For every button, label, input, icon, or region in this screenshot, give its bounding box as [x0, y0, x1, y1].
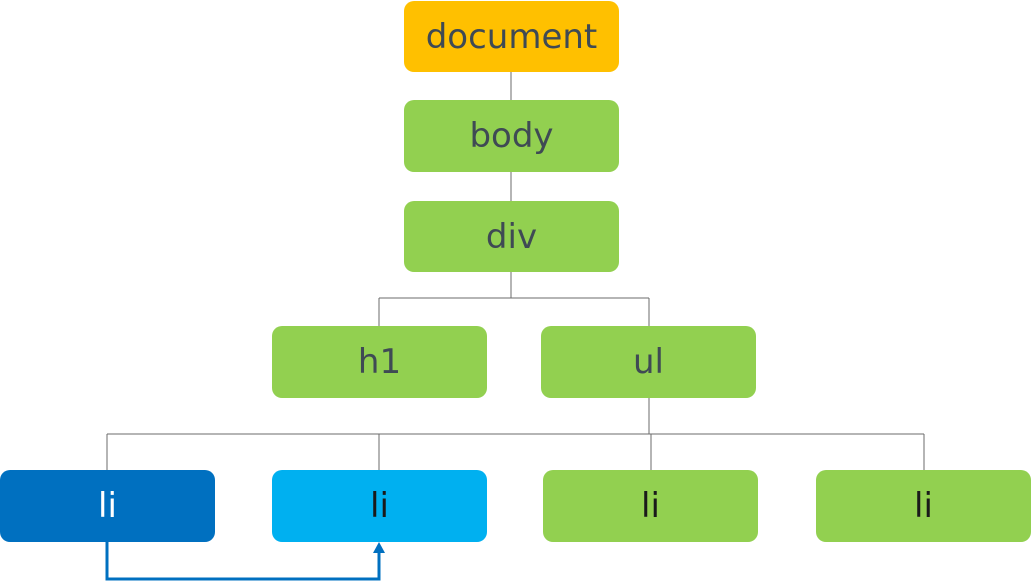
node-ul: ul	[541, 326, 756, 398]
next-sibling-arrow	[105, 542, 381, 581]
node-li-4: li	[816, 470, 1031, 542]
node-ul-label: ul	[633, 342, 664, 382]
node-li-4-label: li	[914, 486, 933, 526]
node-body: body	[404, 100, 619, 172]
node-div-label: div	[485, 216, 538, 257]
node-li-1-selected: li	[0, 470, 215, 542]
node-li-2-sibling: li	[272, 470, 487, 542]
node-h1: h1	[272, 326, 487, 398]
node-body-label: body	[469, 116, 554, 156]
node-li-1-label: li	[98, 486, 117, 526]
node-li-2-label: li	[370, 486, 389, 526]
node-document: document	[404, 1, 619, 72]
next-sibling-arrowhead	[373, 542, 385, 553]
node-div: div	[404, 201, 619, 272]
node-li-3-label: li	[641, 486, 660, 526]
node-h1-label: h1	[357, 342, 402, 382]
edge-div-children	[378, 272, 650, 326]
edge-ul-children	[106, 398, 925, 470]
node-document-label: document	[425, 16, 598, 57]
node-li-3: li	[543, 470, 758, 542]
